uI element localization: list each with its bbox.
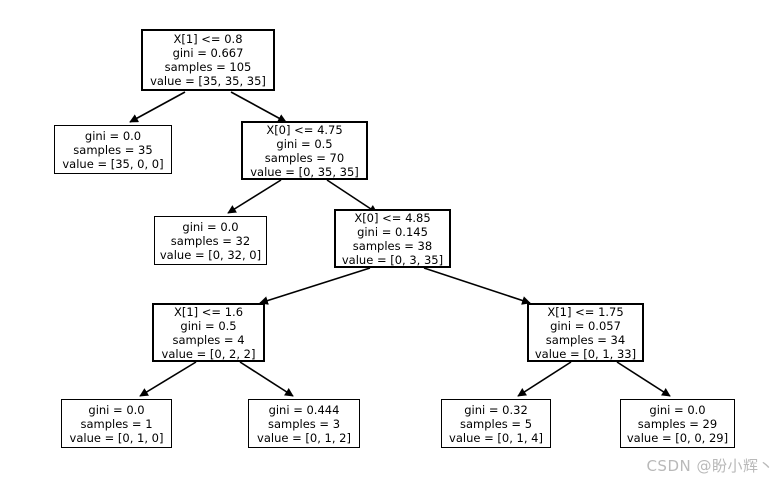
edge-n4-n5 <box>259 267 371 305</box>
tree-node-n6[interactable]: X[1] <= 1.75 gini = 0.057 samples = 34 v… <box>527 303 644 362</box>
tree-node-n7[interactable]: gini = 0.0 samples = 1 value = [0, 1, 0] <box>61 399 172 448</box>
tree-node-n4[interactable]: X[0] <= 4.85 gini = 0.145 samples = 38 v… <box>334 209 451 268</box>
node-value: value = [0, 35, 35] <box>250 164 359 179</box>
node-value: value = [0, 0, 29] <box>626 430 729 445</box>
node-gini: gini = 0.0 <box>182 219 239 234</box>
node-condition: X[0] <= 4.85 <box>354 210 431 225</box>
node-samples: samples = 32 <box>170 233 251 248</box>
node-value: value = [0, 1, 33] <box>534 346 637 361</box>
node-condition: X[0] <= 4.75 <box>266 122 343 137</box>
edge-n5-n8 <box>239 361 294 397</box>
node-gini: gini = 0.0 <box>84 128 142 143</box>
node-samples: samples = 70 <box>264 150 345 165</box>
node-samples: samples = 1 <box>80 416 153 431</box>
node-condition: X[1] <= 0.8 <box>173 32 243 46</box>
node-value: value = [0, 32, 0] <box>159 247 262 262</box>
tree-node-n10[interactable]: gini = 0.0 samples = 29 value = [0, 0, 2… <box>620 399 735 448</box>
edge-n2-n4 <box>326 179 378 214</box>
node-samples: samples = 38 <box>352 238 433 253</box>
node-samples: samples = 105 <box>164 60 252 74</box>
edge-n5-n7 <box>139 361 197 397</box>
node-gini: gini = 0.444 <box>268 402 340 417</box>
tree-node-n1[interactable]: gini = 0.0 samples = 35 value = [35, 0, … <box>54 125 172 174</box>
csdn-watermark: CSDN @盼小辉丶 <box>646 457 774 475</box>
tree-node-n2[interactable]: X[0] <= 4.75 gini = 0.5 samples = 70 val… <box>241 121 368 180</box>
tree-node-n8[interactable]: gini = 0.444 samples = 3 value = [0, 1, … <box>248 399 360 448</box>
node-condition: X[1] <= 1.75 <box>547 304 624 319</box>
edge-n0-n2 <box>230 91 287 123</box>
node-gini: gini = 0.5 <box>180 318 237 333</box>
edge-n0-n1 <box>129 91 186 123</box>
edge-n6-n9 <box>517 361 572 397</box>
tree-node-n5[interactable]: X[1] <= 1.6 gini = 0.5 samples = 4 value… <box>152 303 265 362</box>
node-samples: samples = 29 <box>637 416 718 431</box>
tree-node-n9[interactable]: gini = 0.32 samples = 5 value = [0, 1, 4… <box>441 399 551 448</box>
node-samples: samples = 4 <box>172 332 245 347</box>
node-gini: gini = 0.32 <box>464 402 528 417</box>
node-value: value = [0, 3, 35] <box>341 252 444 267</box>
node-value: value = [0, 1, 2] <box>257 430 351 445</box>
tree-node-n3[interactable]: gini = 0.0 samples = 32 value = [0, 32, … <box>154 216 267 265</box>
node-gini: gini = 0.057 <box>550 318 621 333</box>
node-samples: samples = 3 <box>267 416 341 431</box>
node-samples: samples = 34 <box>545 332 626 347</box>
node-samples: samples = 35 <box>73 142 153 157</box>
node-value: value = [0, 1, 4] <box>449 430 543 445</box>
node-gini: gini = 0.5 <box>276 136 333 151</box>
edge-n4-n6 <box>423 267 531 305</box>
node-gini: gini = 0.0 <box>88 402 145 417</box>
node-gini: gini = 0.0 <box>649 402 706 417</box>
node-gini: gini = 0.145 <box>357 224 428 239</box>
tree-node-n0[interactable]: X[1] <= 0.8 gini = 0.667 samples = 105 v… <box>141 29 275 91</box>
node-value: value = [35, 0, 0] <box>62 156 164 171</box>
node-condition: X[1] <= 1.6 <box>173 304 244 319</box>
node-samples: samples = 5 <box>459 416 533 431</box>
edge-n6-n10 <box>616 361 671 397</box>
node-gini: gini = 0.667 <box>172 46 244 60</box>
node-value: value = [0, 2, 2] <box>161 346 256 361</box>
edge-n2-n3 <box>227 179 282 214</box>
node-value: value = [0, 1, 0] <box>69 430 164 445</box>
node-value: value = [35, 35, 35] <box>150 74 266 88</box>
